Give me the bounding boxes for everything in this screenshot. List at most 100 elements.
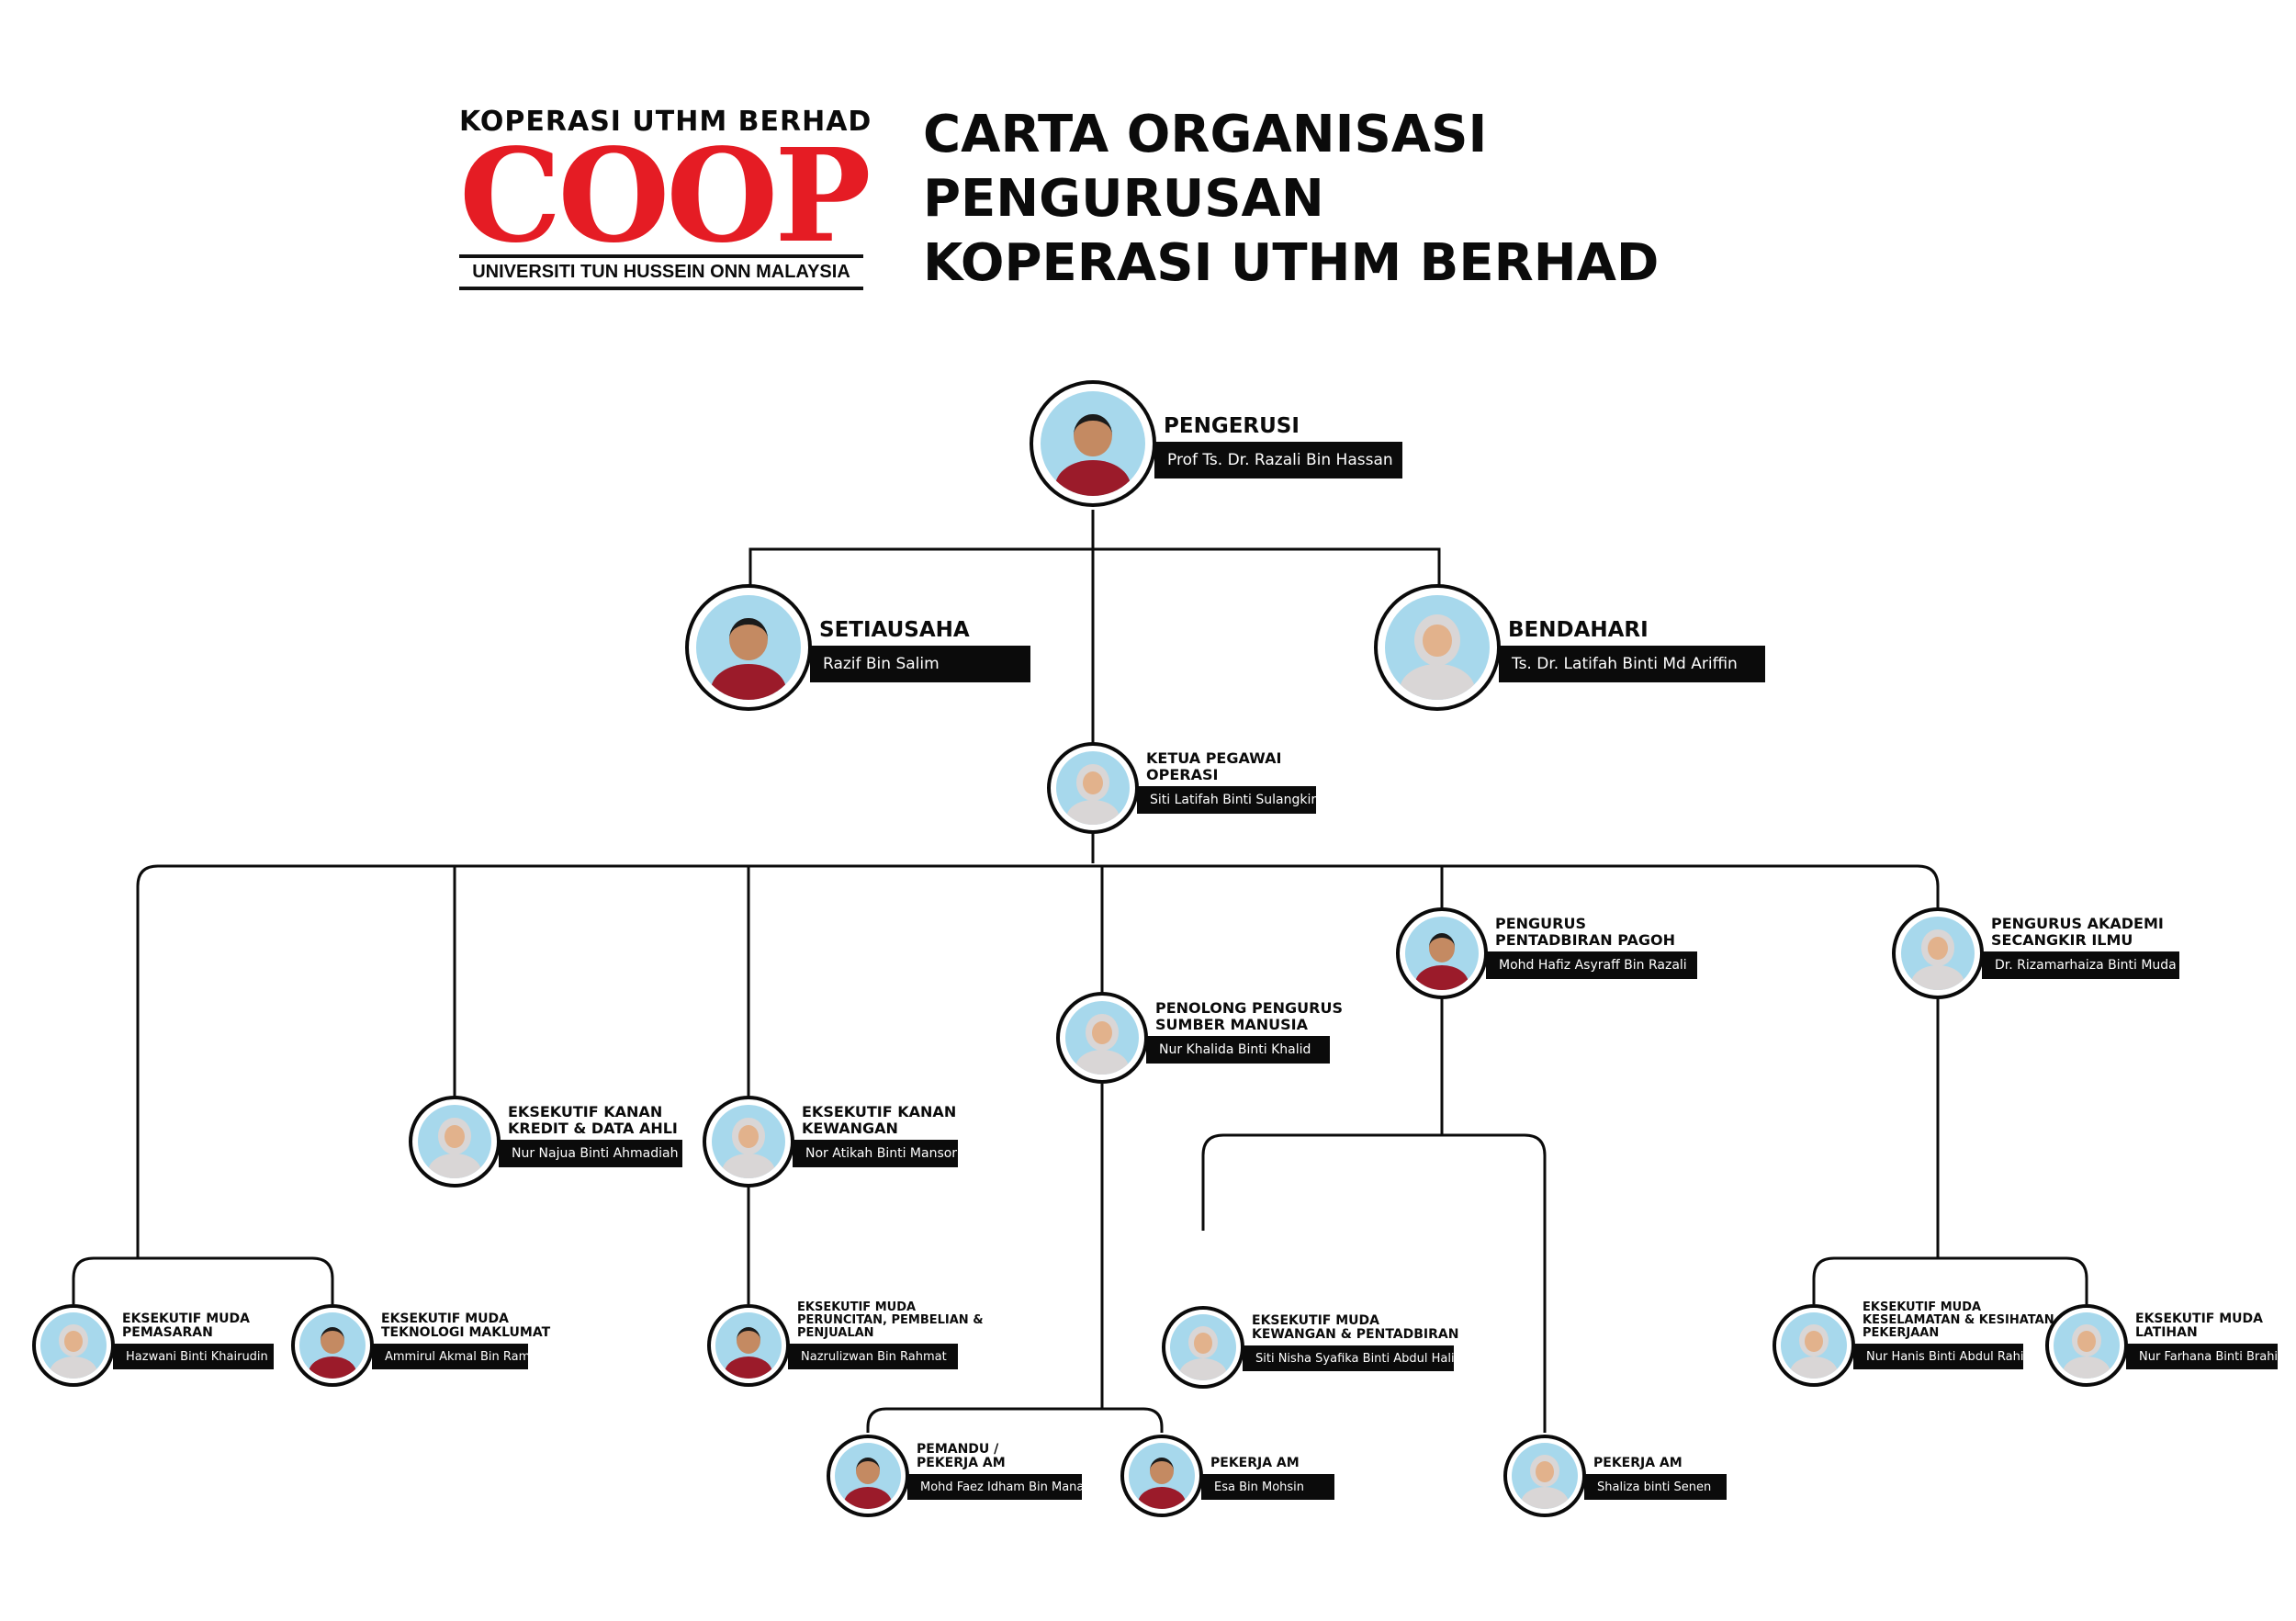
- role-line: EKSEKUTIF MUDA: [381, 1311, 509, 1326]
- photo-placeholder: [715, 1312, 782, 1379]
- role-line: SECANGKIR ILMU: [1991, 930, 2133, 949]
- photo-placeholder: [1901, 917, 1975, 990]
- photo-placeholder: [40, 1312, 107, 1379]
- photo-placeholder: [1385, 595, 1490, 700]
- person-head-shape: [2072, 1323, 2101, 1357]
- photo-placeholder: [1512, 1443, 1578, 1509]
- role-line: TEKNOLOGI MAKLUMAT: [381, 1324, 551, 1340]
- person-body-shape: [428, 1153, 481, 1178]
- name-label: Nur Farhana Binti Brahim: [2126, 1344, 2290, 1369]
- role-line: KEWANGAN & PENTADBIRAN: [1252, 1326, 1459, 1342]
- person-hijab-icon: [1056, 992, 1148, 1084]
- role-line: EKSEKUTIF KANAN: [508, 1103, 663, 1121]
- name-label: Nur Najua Binti Ahmadiah: [499, 1140, 682, 1167]
- person-head-shape: [737, 1326, 760, 1354]
- person-head-shape: [59, 1323, 88, 1357]
- role-title: PENGERUSI: [1164, 415, 1300, 438]
- role-line: KEWANGAN: [802, 1119, 898, 1137]
- name-label: Mohd Hafiz Asyraff Bin Razali: [1486, 951, 1697, 979]
- person-hijab-icon: [409, 1096, 501, 1188]
- person-hijab-icon: [703, 1096, 794, 1188]
- role-line: EKSEKUTIF MUDA: [1863, 1300, 1982, 1314]
- person-hijab-icon: [32, 1304, 115, 1387]
- title-line-1: CARTA ORGANISASI: [923, 105, 1488, 164]
- photo-placeholder: [1129, 1443, 1195, 1509]
- person-face-shape: [445, 1125, 465, 1149]
- role-title: PEMANDU /PEKERJA AM: [917, 1441, 1006, 1470]
- person-face-shape: [2077, 1330, 2096, 1352]
- name-label: Siti Latifah Binti Sulangkir: [1137, 786, 1316, 814]
- role-title: SETIAUSAHA: [819, 619, 970, 642]
- person-face-shape: [1805, 1330, 1823, 1352]
- person-body-shape: [722, 1153, 775, 1178]
- person-body-shape: [1521, 1486, 1569, 1509]
- photo-placeholder: [1041, 391, 1145, 496]
- photo-placeholder: [1781, 1312, 1847, 1379]
- person-male-icon: [291, 1304, 374, 1387]
- person-hijab-icon: [1773, 1304, 1855, 1387]
- person-male-icon: [707, 1304, 790, 1387]
- name-label: Razif Bin Salim: [810, 646, 1030, 682]
- role-line: PEMANDU /: [917, 1441, 999, 1457]
- role-line: KETUA PEGAWAI: [1146, 749, 1282, 768]
- person-body-shape: [1138, 1486, 1186, 1509]
- role-line: LATIHAN: [2135, 1324, 2198, 1340]
- title-line-2: PENGURUSAN: [923, 169, 1324, 229]
- person-head-shape: [1530, 1454, 1559, 1488]
- person-head-shape: [732, 1118, 765, 1154]
- name-label: Dr. Rizamarhaiza Binti Muda: [1982, 951, 2179, 979]
- role-line: EKSEKUTIF KANAN: [802, 1103, 957, 1121]
- role-line: PENOLONG PENGURUS: [1155, 999, 1343, 1018]
- name-label: Ammirul Akmal Bin Ramlan: [372, 1344, 548, 1369]
- person-face-shape: [1092, 1021, 1112, 1045]
- role-line: KREDIT & DATA AHLI: [508, 1119, 678, 1137]
- role-line: SUMBER MANUSIA: [1155, 1015, 1308, 1033]
- photo-placeholder: [418, 1105, 491, 1178]
- person-body-shape: [844, 1486, 892, 1509]
- title-line-3: KOPERASI UTHM BERHAD: [923, 233, 1660, 293]
- logo-bottom-text: UNIVERSITI TUN HUSSEIN ONN MALAYSIA: [459, 254, 863, 290]
- role-title: BENDAHARI: [1508, 619, 1649, 642]
- name-label: Nazrulizwan Bin Rahmat: [788, 1344, 958, 1369]
- name-label: Esa Bin Mohsin: [1201, 1474, 1334, 1500]
- name-label: Ts. Dr. Latifah Binti Md Ariffin: [1499, 646, 1765, 682]
- person-body-shape: [710, 664, 787, 700]
- photo-placeholder: [299, 1312, 366, 1379]
- person-body-shape: [50, 1356, 97, 1379]
- person-face-shape: [1083, 771, 1103, 795]
- logo-mark-text: COOP: [459, 121, 872, 272]
- person-male-icon: [685, 584, 812, 711]
- person-body-shape: [1415, 964, 1469, 990]
- name-label: Prof Ts. Dr. Razali Bin Hassan: [1154, 442, 1402, 478]
- person-hijab-icon: [1892, 907, 1984, 999]
- person-head-shape: [1076, 764, 1109, 801]
- role-line: KESELAMATAN & KESIHATAN: [1863, 1312, 2054, 1327]
- name-label: Nur Hanis Binti Abdul Rahim: [1853, 1344, 2035, 1369]
- person-hijab-icon: [1162, 1306, 1244, 1389]
- person-body-shape: [1075, 1049, 1129, 1075]
- person-head-shape: [1074, 414, 1112, 457]
- role-line: EKSEKUTIF MUDA: [122, 1311, 250, 1326]
- person-body-shape: [1179, 1357, 1227, 1380]
- person-body-shape: [1790, 1356, 1838, 1379]
- role-line: PEMASARAN: [122, 1324, 213, 1340]
- role-title: PEKERJA AM: [1210, 1455, 1300, 1470]
- role-line: PENGURUS AKADEMI: [1991, 915, 2164, 933]
- person-body-shape: [1399, 664, 1476, 700]
- role-line: EKSEKUTIF MUDA: [797, 1300, 917, 1314]
- person-head-shape: [729, 618, 768, 661]
- person-hijab-icon: [1503, 1435, 1586, 1517]
- person-body-shape: [1911, 964, 1964, 990]
- person-head-shape: [1413, 614, 1461, 666]
- person-head-shape: [1921, 929, 1954, 966]
- role-line: PEKERJA AM: [1210, 1455, 1300, 1470]
- logo-top-text: KOPERASI UTHM BERHAD: [459, 106, 872, 138]
- role-line: EKSEKUTIF MUDA: [1252, 1312, 1379, 1328]
